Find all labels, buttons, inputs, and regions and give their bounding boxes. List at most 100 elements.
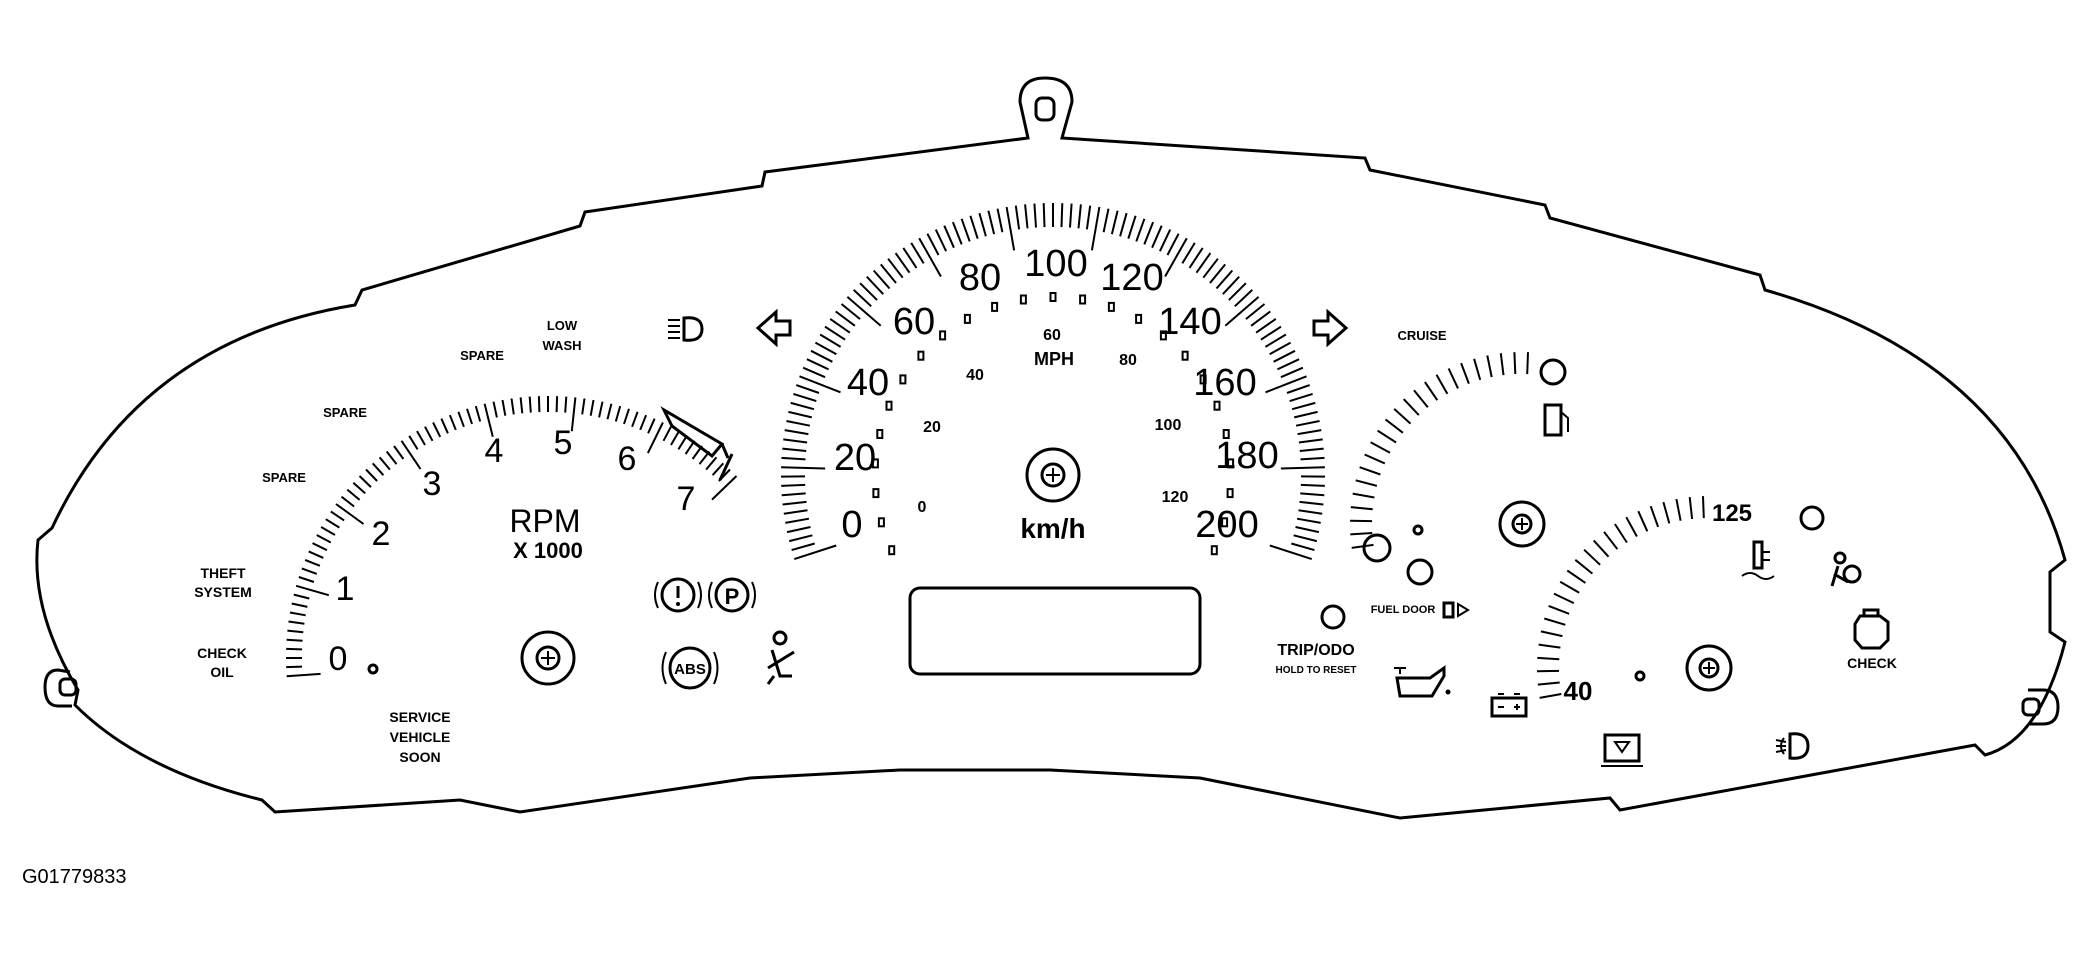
minor-tick: [1215, 269, 1234, 290]
minor-tick: [1614, 523, 1628, 544]
check-oil-label-2: OIL: [210, 664, 234, 680]
mph-dot-tick: [1107, 301, 1115, 312]
kmh-num-120: 120: [1100, 257, 1163, 299]
mph-dot-tick: [1213, 400, 1221, 411]
minor-tick: [371, 462, 385, 476]
minor-tick: [781, 483, 806, 487]
minor-tick: [1024, 204, 1029, 229]
minor-tick: [960, 218, 971, 242]
minor-tick: [1447, 368, 1459, 389]
minor-tick: [1135, 218, 1146, 242]
tach-pivot: [520, 630, 576, 686]
minor-tick: [1245, 303, 1266, 320]
minor-tick: [1359, 466, 1381, 476]
minor-tick: [786, 526, 811, 534]
service-vehicle-soon-label-1: SERVICE: [389, 709, 450, 725]
minor-tick: [1260, 325, 1282, 341]
tach-num-6: 6: [618, 440, 637, 478]
minor-tick: [781, 492, 806, 497]
minor-tick: [448, 414, 457, 431]
minor-tick: [806, 358, 830, 371]
minor-tick: [1060, 203, 1064, 228]
mph-dot-tick: [1199, 374, 1207, 385]
minor-tick: [501, 399, 507, 416]
mph-inner-scale: [871, 292, 1235, 556]
fuel-lamp-a: [1362, 533, 1392, 563]
major-tick: [295, 584, 330, 597]
minor-tick: [1293, 534, 1318, 543]
minor-tick: [320, 526, 336, 536]
minor-tick: [291, 602, 308, 608]
minor-tick: [1649, 505, 1660, 528]
minor-tick: [1264, 333, 1287, 348]
minor-tick: [934, 229, 948, 252]
minor-tick: [330, 510, 345, 522]
left-mount-hole: [58, 677, 78, 697]
major-tick: [1090, 206, 1101, 251]
mph-dot-tick: [1222, 429, 1230, 439]
minor-tick: [1370, 441, 1391, 454]
minor-tick: [1526, 352, 1529, 375]
check-label: CHECK: [1847, 655, 1897, 671]
major-tick: [400, 440, 422, 470]
minor-tick: [1702, 496, 1705, 519]
kmh-num-180: 180: [1215, 435, 1278, 477]
minor-tick: [1364, 453, 1386, 465]
right-turn-arrow-icon: [1312, 308, 1349, 348]
minor-tick: [969, 215, 979, 240]
minor-tick: [1350, 506, 1373, 511]
minor-tick: [298, 576, 315, 583]
tachometer-ticks: [286, 396, 738, 678]
minor-tick: [1273, 349, 1296, 363]
minor-tick: [711, 462, 725, 476]
minor-tick: [358, 475, 372, 488]
minor-tick: [1625, 516, 1638, 537]
minor-tick: [829, 318, 851, 334]
minor-tick: [1085, 205, 1092, 230]
minor-tick: [647, 418, 656, 434]
speedometer-ticks: [780, 203, 1326, 561]
major-tick: [1269, 544, 1313, 561]
minor-tick: [1537, 681, 1560, 686]
major-tick: [918, 237, 942, 277]
tach-num-3: 3: [423, 465, 442, 503]
mph-num-60: 60: [1043, 327, 1061, 344]
minor-tick: [1298, 509, 1323, 515]
minor-tick: [346, 488, 361, 501]
minor-tick: [814, 341, 837, 356]
minor-tick: [1603, 531, 1619, 550]
minor-tick: [1393, 408, 1412, 425]
minor-tick: [528, 396, 532, 413]
minor-tick: [393, 445, 405, 460]
minor-tick: [1460, 362, 1470, 385]
minor-tick: [1102, 208, 1110, 233]
minor-tick: [1291, 401, 1316, 411]
kmh-label: km/h: [1020, 513, 1085, 544]
airbag-icon: [1830, 551, 1862, 587]
kmh-num-40: 40: [847, 362, 889, 404]
temp-gauge-ticks: [1536, 496, 1705, 699]
kmh-num-80: 80: [959, 257, 1001, 299]
major-tick: [286, 672, 321, 678]
mph-dot-tick: [939, 330, 947, 341]
kmh-num-160: 160: [1193, 362, 1256, 404]
minor-tick: [1209, 263, 1226, 284]
mph-num-40: 40: [966, 367, 984, 384]
kmh-num-0: 0: [841, 504, 862, 546]
minor-tick: [662, 426, 672, 442]
mph-label: MPH: [1034, 349, 1074, 369]
minor-tick: [1289, 392, 1313, 403]
mph-dot-tick: [877, 517, 885, 528]
minor-tick: [316, 534, 332, 544]
minor-tick: [795, 384, 820, 394]
minor-tick: [1298, 438, 1323, 444]
mph-num-0: 0: [918, 499, 927, 516]
minor-tick: [1195, 252, 1212, 274]
minor-tick: [1158, 229, 1172, 252]
check-engine-icon: [1853, 608, 1890, 650]
minor-tick: [1276, 358, 1300, 371]
minor-tick: [424, 426, 434, 442]
trip-odo-label-1: TRIP/ODO: [1277, 642, 1354, 659]
major-tick: [793, 544, 837, 561]
